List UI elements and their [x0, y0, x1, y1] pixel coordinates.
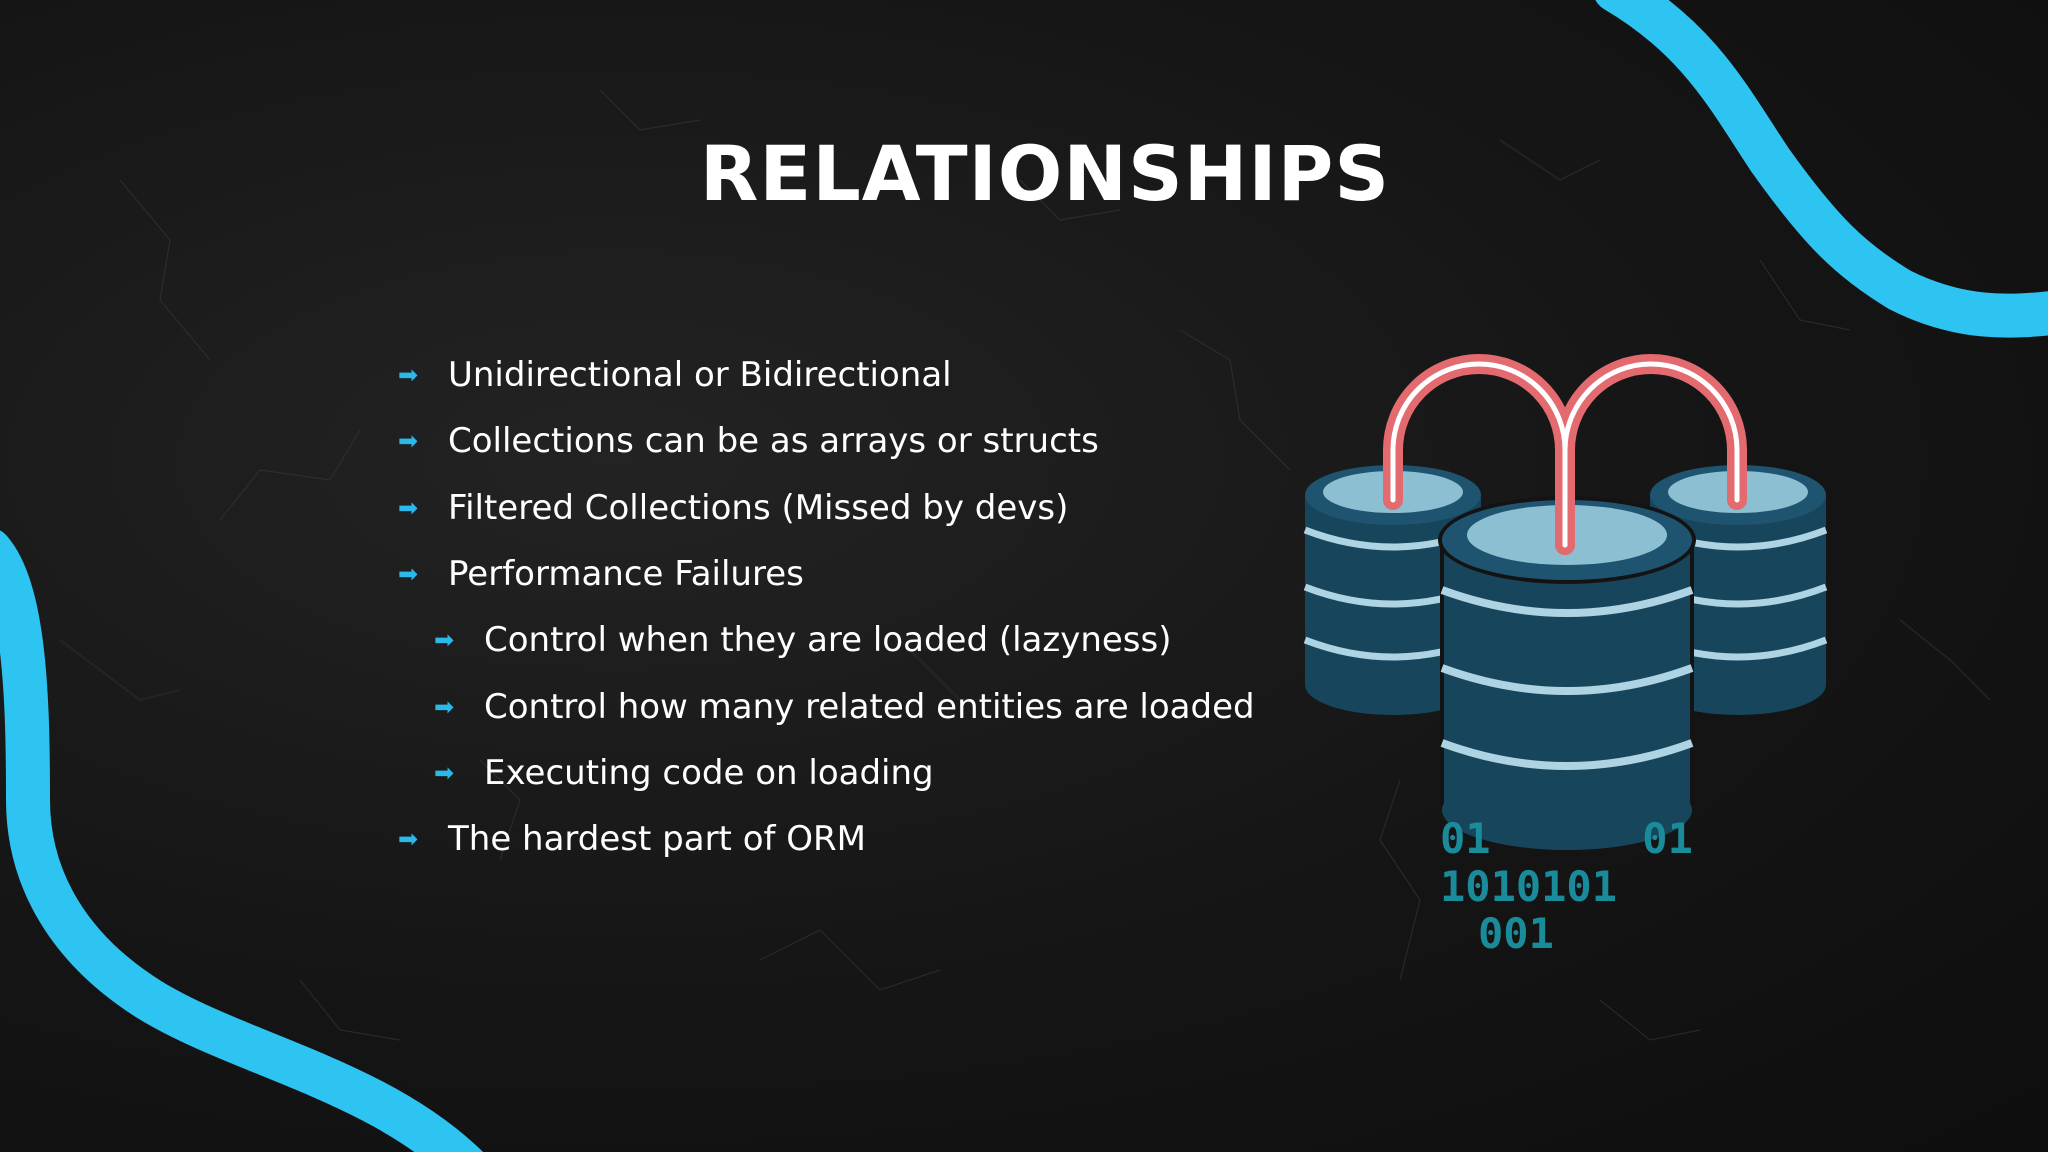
bullet-item: ➡ Collections can be as arrays or struct… [398, 408, 1255, 474]
bullet-text: The hardest part of ORM [448, 819, 866, 860]
binary-digits: 01 01 1010101 001 [1440, 814, 1693, 958]
arrow-right-icon: ➡ [434, 692, 455, 721]
bullet-item: ➡ Performance Failures [398, 541, 1255, 607]
bullet-text: Collections can be as arrays or structs [448, 421, 1099, 462]
sub-bullet-item: ➡ Control how many related entities are … [398, 673, 1255, 739]
bullet-text: Executing code on loading [484, 752, 934, 793]
bullet-item: ➡ The hardest part of ORM [398, 806, 1255, 872]
bullet-list: ➡ Unidirectional or Bidirectional ➡ Coll… [398, 342, 1255, 872]
arrow-right-icon: ➡ [434, 626, 455, 655]
arrow-right-icon: ➡ [398, 493, 419, 522]
binary-line: 01 01 [1440, 814, 1693, 863]
bullet-text: Control how many related entities are lo… [484, 686, 1255, 727]
arrow-right-icon: ➡ [398, 427, 419, 456]
slide-title: RELATIONSHIPS [699, 129, 1391, 218]
arrow-right-icon: ➡ [434, 758, 455, 787]
arrow-right-icon: ➡ [398, 560, 419, 589]
database-cylinder-center-icon [1438, 496, 1696, 850]
arrow-right-icon: ➡ [398, 361, 419, 390]
database-illustration: 01 01 1010101 001 [1303, 354, 1828, 958]
bullet-text: Control when they are loaded (lazyness) [484, 620, 1172, 661]
sub-bullet-item: ➡ Executing code on loading [398, 740, 1255, 806]
binary-line: 001 [1478, 909, 1554, 958]
binary-line: 1010101 [1440, 862, 1617, 911]
bullet-text: Unidirectional or Bidirectional [448, 355, 952, 396]
bullet-item: ➡ Unidirectional or Bidirectional [398, 342, 1255, 408]
arrow-right-icon: ➡ [398, 825, 419, 854]
bullet-text: Filtered Collections (Missed by devs) [448, 487, 1069, 528]
bullet-text: Performance Failures [448, 554, 804, 595]
sub-bullet-item: ➡ Control when they are loaded (lazyness… [398, 607, 1255, 673]
bullet-item: ➡ Filtered Collections (Missed by devs) [398, 475, 1255, 541]
relationship-pipes-icon [1383, 354, 1747, 555]
